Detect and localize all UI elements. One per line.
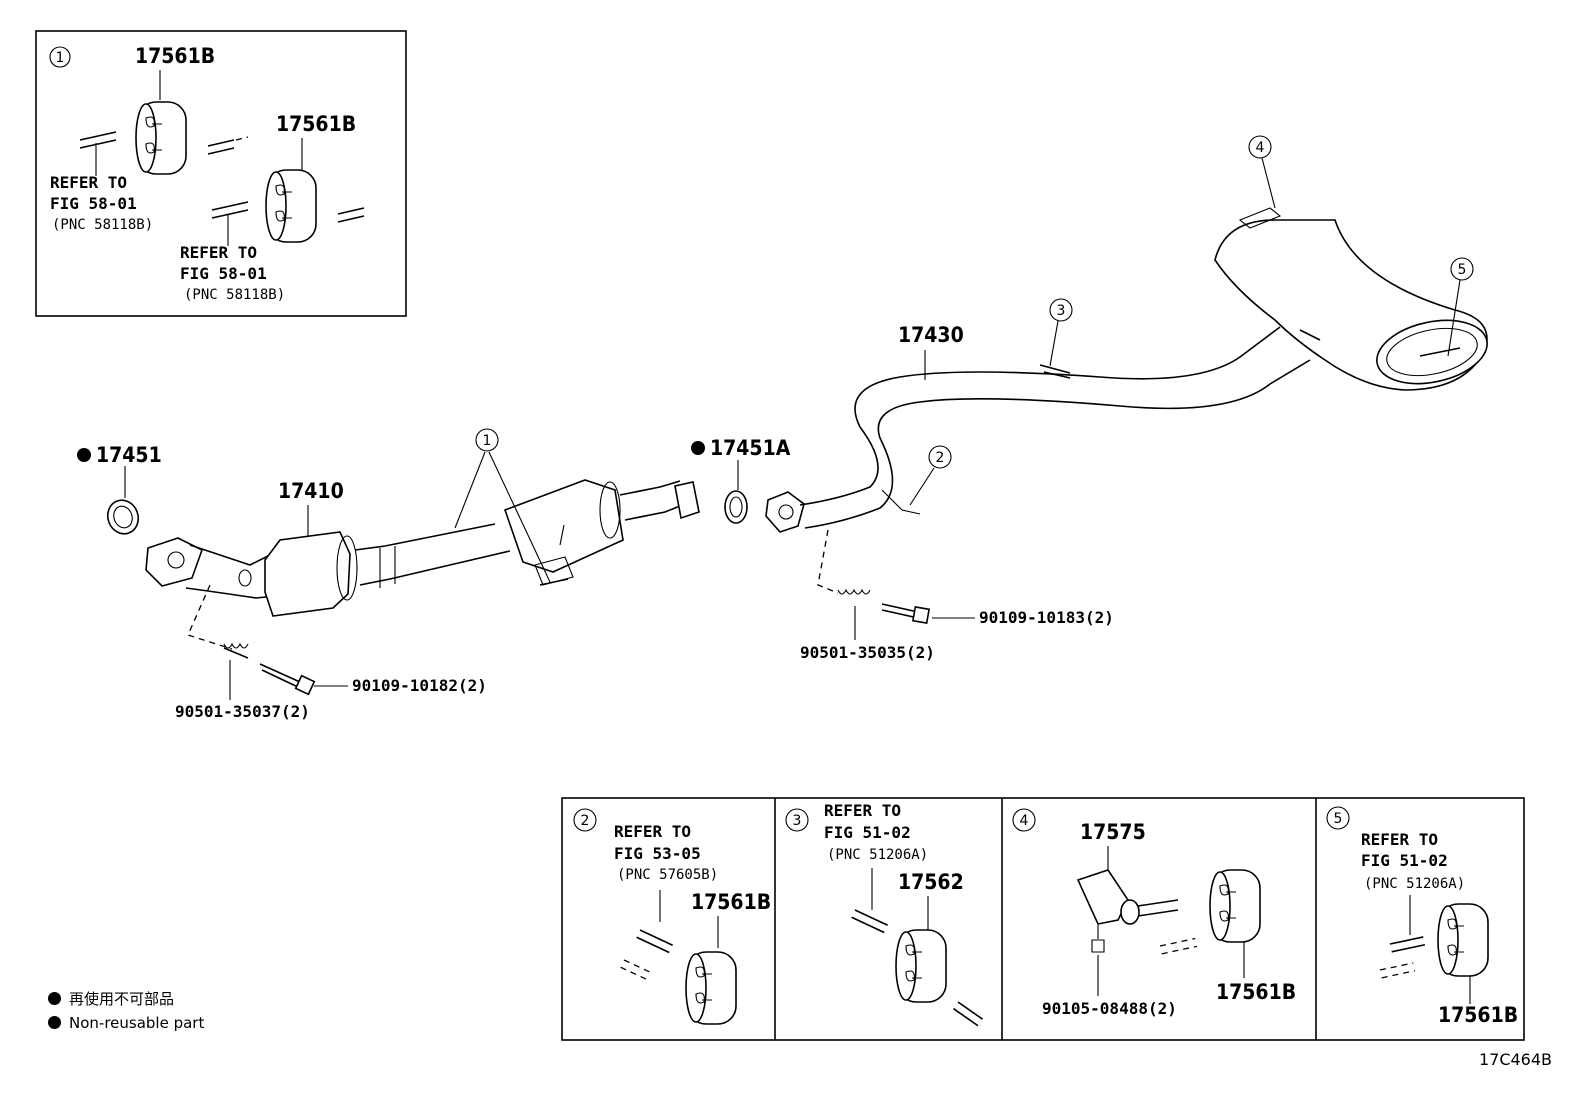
box-2-line1: REFER TO	[614, 822, 691, 841]
box-5-line2: FIG 51-02	[1361, 851, 1448, 870]
hanger-rod-3	[1039, 364, 1071, 379]
tail-flange	[765, 491, 805, 533]
inset-1-frame	[35, 30, 407, 317]
box-3-line1: REFER TO	[824, 801, 901, 820]
gasket-17451a	[724, 490, 748, 524]
part-label-17561b-box5: 17561B	[1438, 1003, 1518, 1027]
part-label-17430: 17430	[898, 323, 964, 347]
front-pipe-assembly: 17451 17410 1 90501	[77, 428, 700, 721]
part-label-17561b-box2: 17561B	[691, 890, 771, 914]
spring-90501-35035	[837, 588, 871, 595]
rod-box2	[636, 929, 673, 954]
rod-box5-b	[1379, 962, 1416, 979]
inset-1-ref2-line1: REFER TO	[180, 243, 257, 262]
detail-box-3: 3 REFER TO FIG 51-02 (PNC 51206A) 17562	[785, 801, 984, 1027]
box-5-line1: REFER TO	[1361, 830, 1438, 849]
non-reusable-dot	[77, 448, 91, 462]
part-label-17561b-top: 17561B	[135, 44, 215, 68]
box-2-line3: (PNC 57605B)	[617, 867, 718, 883]
bolt-90105-08488	[1091, 925, 1105, 953]
front-flange	[145, 537, 203, 587]
legend-english-text: Non-reusable part	[69, 1014, 205, 1032]
part-label-90109-10183: 90109-10183(2)	[979, 608, 1114, 627]
rod-box5	[1389, 936, 1426, 953]
part-label-17575: 17575	[1080, 820, 1146, 844]
inset-1: 1 17561B REFER TO FIG 58-01 (PNC 58118B)…	[35, 30, 407, 317]
part-label-90105-08488: 90105-08488(2)	[1042, 999, 1177, 1018]
box-3-line2: FIG 51-02	[824, 823, 911, 842]
part-label-90501-35037: 90501-35037(2)	[175, 702, 310, 721]
bolt-90109-10182	[259, 663, 301, 689]
part-label-17561b-box4: 17561B	[1216, 980, 1296, 1004]
callout-5: 5	[1458, 262, 1467, 278]
rod-box2-b	[620, 959, 652, 981]
gasket-17451	[106, 499, 140, 535]
tail-pipe-assembly: 17430 2 3 4 5 90501-35035(2)	[765, 135, 1488, 662]
callout-1: 1	[483, 433, 492, 449]
box-2-number: 2	[581, 813, 590, 829]
box-5-line3: (PNC 51206A)	[1364, 876, 1465, 892]
hanger-box3	[895, 929, 947, 1003]
inset-1-ref1-line3: (PNC 58118B)	[52, 217, 153, 233]
box-4-number: 4	[1020, 813, 1029, 829]
detail-box-4: 4 17575 90105-08488(2) 17561B	[1012, 808, 1296, 1018]
inset-1-number: 1	[56, 50, 65, 66]
part-label-17410: 17410	[278, 479, 344, 503]
callout-3: 3	[1057, 303, 1066, 319]
callout-circle	[928, 445, 952, 469]
non-reusable-dot	[691, 441, 705, 455]
bolt-90109-10183	[881, 603, 919, 619]
box-3-line3: (PNC 51206A)	[827, 847, 928, 863]
detail-box-5: 5 REFER TO FIG 51-02 (PNC 51206A) 17561B	[1326, 806, 1518, 1027]
callout-2: 2	[936, 450, 945, 466]
inset-1-ref1-line1: REFER TO	[50, 173, 127, 192]
rod-box3-b	[952, 1001, 984, 1027]
part-label-17451a: 17451A	[710, 436, 791, 460]
spring-90501-35037	[223, 647, 249, 659]
callout-4: 4	[1256, 140, 1265, 156]
hanger-top	[135, 101, 187, 175]
part-label-17561b-mid: 17561B	[276, 112, 356, 136]
box-3-number: 3	[793, 813, 802, 829]
rod-left-mid	[211, 201, 249, 219]
rear-flange-front-pipe	[674, 481, 700, 520]
detail-boxes: 2 REFER TO FIG 53-05 (PNC 57605B) 17561B…	[561, 797, 1525, 1041]
rod-right-top	[207, 136, 249, 155]
converter-1	[264, 531, 351, 617]
callout-circle	[1049, 298, 1073, 322]
callout-circle	[49, 46, 71, 68]
inset-1-ref2-line2: FIG 58-01	[180, 264, 267, 283]
hanger-box4	[1209, 869, 1261, 943]
legend-english: Non-reusable part	[48, 1014, 204, 1032]
rod-box4	[1159, 937, 1198, 955]
box-5-number: 5	[1334, 811, 1343, 827]
legend-japanese: 再使用不可部品	[48, 988, 174, 1009]
hanger-mid	[265, 169, 317, 243]
box-2-line2: FIG 53-05	[614, 844, 701, 863]
part-label-90109-10182: 90109-10182(2)	[352, 676, 487, 695]
part-label-17562: 17562	[898, 870, 964, 894]
inset-1-ref2-line3: (PNC 58118B)	[184, 287, 285, 303]
non-reusable-dot	[48, 992, 61, 1005]
non-reusable-dot	[48, 1016, 61, 1029]
hanger-box2	[685, 951, 737, 1025]
rod-box3	[851, 909, 888, 934]
part-label-90501-35035: 90501-35035(2)	[800, 643, 935, 662]
hanger-box5	[1437, 903, 1489, 977]
gasket-17451a-group: 17451A	[691, 436, 791, 524]
figure-id: 17C464B	[1478, 1050, 1552, 1069]
callout-circle	[1248, 135, 1272, 159]
inset-1-ref1-line2: FIG 58-01	[50, 194, 137, 213]
callout-circle	[1450, 257, 1474, 281]
detail-box-2: 2 REFER TO FIG 53-05 (PNC 57605B) 17561B	[573, 808, 771, 1025]
rod-left-top	[79, 131, 117, 149]
rod-right-mid	[337, 207, 365, 223]
callout-circle	[475, 428, 499, 452]
bracket-17575	[1076, 869, 1129, 925]
legend-japanese-text: 再使用不可部品	[69, 990, 175, 1008]
part-label-17451: 17451	[96, 443, 162, 467]
detail-boxes-frame	[561, 797, 1525, 1041]
